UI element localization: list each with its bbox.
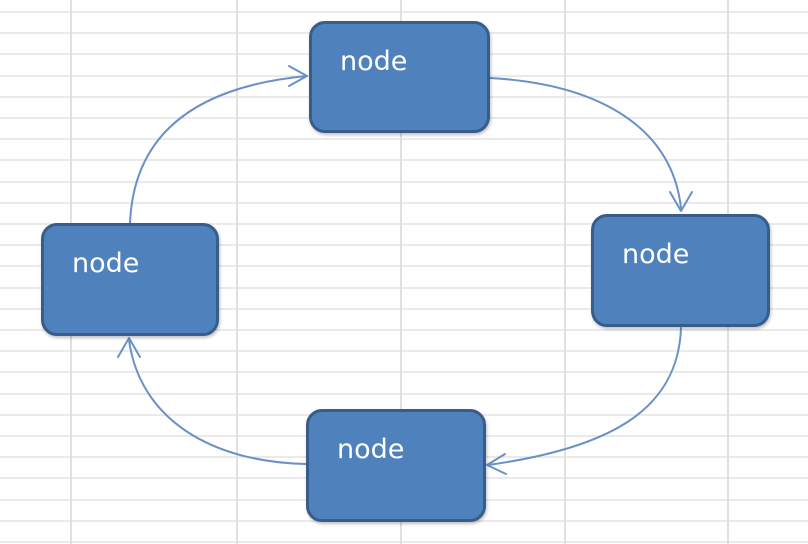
node-label: node: [622, 239, 690, 270]
node-box-left[interactable]: node: [41, 223, 219, 336]
arrowhead-left: [117, 337, 141, 358]
edge-left-to-top: [129, 75, 308, 224]
edge-bottom-to-left: [128, 339, 307, 465]
node-label: node: [72, 248, 140, 279]
node-box-bottom[interactable]: node: [306, 409, 486, 522]
node-label: node: [337, 434, 405, 465]
arrowhead-bottom: [486, 453, 507, 475]
edge-top-to-right: [489, 77, 682, 209]
node-label: node: [340, 46, 408, 77]
arrowhead-top: [288, 65, 308, 87]
node-box-right[interactable]: node: [591, 214, 770, 327]
arrowhead-right: [669, 191, 693, 212]
edge-right-to-bottom: [487, 327, 682, 466]
node-box-top[interactable]: node: [309, 21, 490, 133]
